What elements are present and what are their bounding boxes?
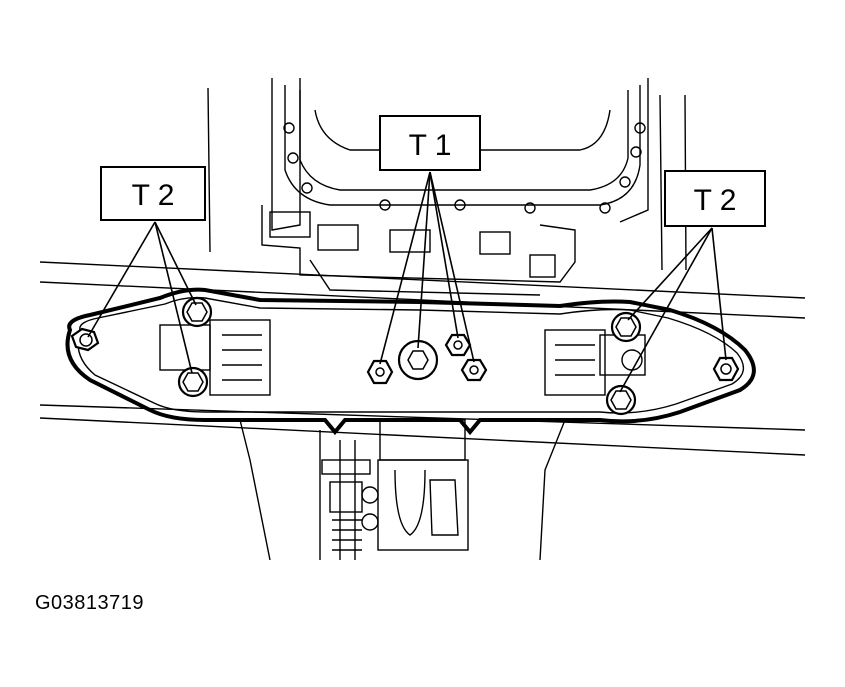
lower-linkage	[239, 419, 566, 561]
bolt-t2-right-lower	[605, 384, 637, 416]
bolt-t2-left-upper	[181, 296, 213, 328]
leader-lines-t2-right	[619, 227, 727, 393]
bolt-t1-left-nut	[366, 359, 394, 385]
bolt-t2-left-outer	[70, 327, 100, 352]
oil-pan	[271, 78, 649, 231]
figure-id-label: G03813719	[35, 592, 145, 614]
callout-t1: T 1	[379, 115, 481, 171]
bolt-t1-right-lower	[460, 358, 488, 382]
leader-lines-t2-left	[87, 221, 197, 374]
leader-lines-t1	[379, 171, 475, 365]
callout-t2-right: T 2	[664, 170, 766, 227]
bolt-t2-right-outer	[712, 356, 740, 382]
bolt-t1-center	[397, 339, 439, 381]
callout-t2-left: T 2	[100, 166, 206, 221]
callout-t2-left-label: T 2	[132, 179, 175, 212]
callout-t1-label: T 1	[409, 129, 452, 162]
bolt-t2-right-upper	[610, 311, 642, 343]
transmission-housing	[261, 205, 576, 296]
bolt-t1-right-upper	[444, 333, 472, 357]
callout-t2-right-label: T 2	[694, 184, 737, 217]
bolt-t2-left-lower	[177, 366, 209, 398]
